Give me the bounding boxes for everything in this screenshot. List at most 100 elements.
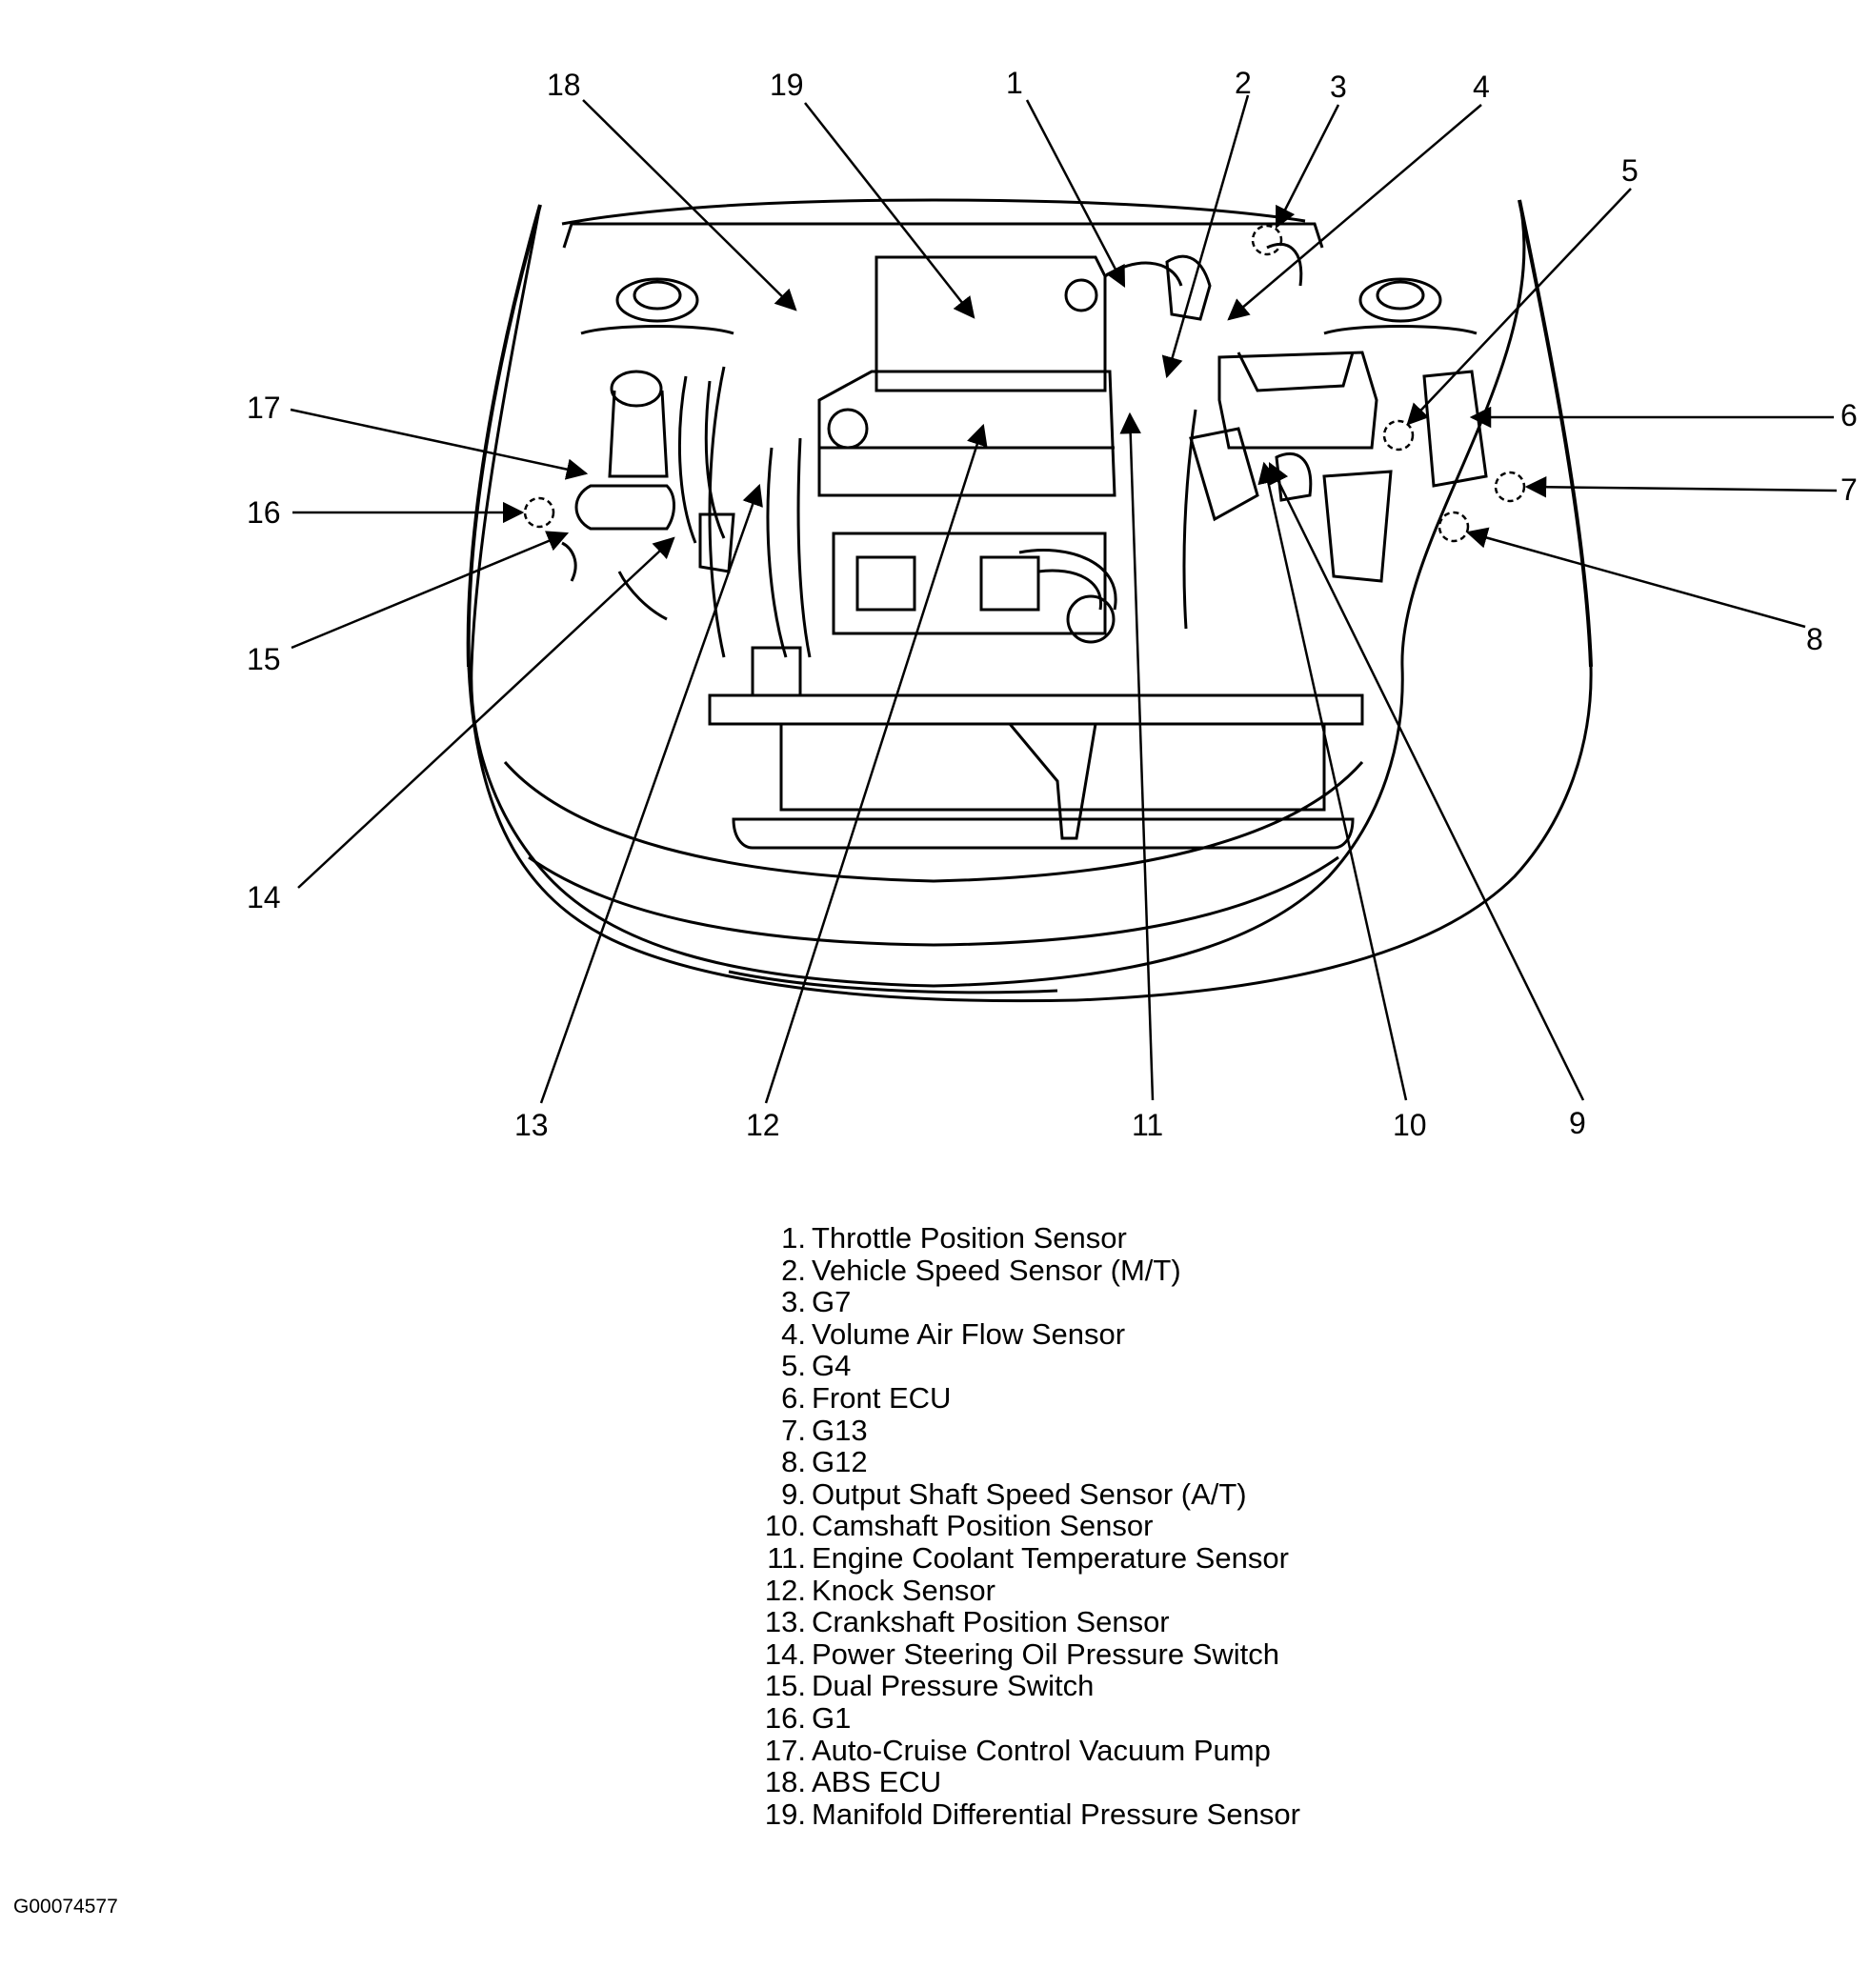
callout-15: 15 bbox=[247, 642, 281, 676]
legend-item-label: G4 bbox=[812, 1349, 852, 1383]
legend-item: 15.Dual Pressure Switch bbox=[753, 1670, 1300, 1702]
legend-item-number: 2. bbox=[781, 1253, 806, 1287]
legend-item-number: 6. bbox=[781, 1380, 806, 1415]
callout-1: 1 bbox=[1006, 66, 1023, 100]
legend-item: 17.Auto-Cruise Control Vacuum Pump bbox=[753, 1733, 1300, 1767]
legend-item-label: Manifold Differential Pressure Sensor bbox=[812, 1797, 1300, 1831]
legend-item-label: G7 bbox=[812, 1285, 852, 1319]
leader-line-8 bbox=[1465, 527, 1806, 629]
marker-g12 bbox=[1438, 511, 1470, 543]
callout-3: 3 bbox=[1330, 70, 1347, 104]
legend-item-label: Throttle Position Sensor bbox=[812, 1221, 1127, 1255]
leader-line-4 bbox=[1227, 104, 1482, 321]
callout-7: 7 bbox=[1840, 472, 1858, 507]
legend-item: 12.Knock Sensor bbox=[753, 1573, 1300, 1607]
leader-line-12 bbox=[764, 423, 988, 1104]
legend-item-label: ABS ECU bbox=[812, 1765, 942, 1799]
callout-14: 14 bbox=[247, 880, 281, 914]
callout-8: 8 bbox=[1806, 622, 1823, 656]
legend-item-label: Engine Coolant Temperature Sensor bbox=[812, 1540, 1289, 1575]
legend-item: 18.ABS ECU bbox=[753, 1766, 1300, 1798]
legend-item-label: Camshaft Position Sensor bbox=[812, 1509, 1154, 1543]
legend-item: 5.G4 bbox=[753, 1350, 1300, 1382]
legend-item: 14.Power Steering Oil Pressure Switch bbox=[753, 1638, 1300, 1671]
legend-item-label: Front ECU bbox=[812, 1380, 952, 1415]
radiator-support bbox=[708, 693, 1364, 850]
callout-18: 18 bbox=[547, 68, 581, 102]
legend-item-label: G1 bbox=[812, 1700, 852, 1735]
strut-tower-left bbox=[580, 277, 734, 335]
callout-9: 9 bbox=[1569, 1106, 1586, 1140]
callout-6: 6 bbox=[1840, 398, 1858, 432]
legend-item: 11.Engine Coolant Temperature Sensor bbox=[753, 1542, 1300, 1575]
legend-item-number: 4. bbox=[781, 1316, 806, 1351]
leader-line-18 bbox=[582, 99, 797, 311]
legend-item: 9.Output Shaft Speed Sensor (A/T) bbox=[753, 1478, 1300, 1511]
legend-item-label: G13 bbox=[812, 1413, 868, 1447]
left-side-components bbox=[561, 370, 735, 621]
ground-point-markers bbox=[523, 224, 1526, 543]
callout-13: 13 bbox=[514, 1108, 549, 1142]
leader-line-1 bbox=[1025, 99, 1126, 288]
legend-item-number: 1. bbox=[781, 1221, 806, 1255]
air-cleaner-assembly bbox=[1104, 242, 1488, 630]
legend-item-number: 3. bbox=[781, 1285, 806, 1319]
legend-item-label: Auto-Cruise Control Vacuum Pump bbox=[812, 1733, 1271, 1767]
legend-item-number: 17. bbox=[764, 1733, 806, 1767]
legend-item-label: Power Steering Oil Pressure Switch bbox=[812, 1637, 1280, 1671]
legend-item-number: 8. bbox=[781, 1445, 806, 1479]
callout-11: 11 bbox=[1132, 1108, 1163, 1142]
leader-line-15 bbox=[291, 531, 570, 650]
legend-item: 2.Vehicle Speed Sensor (M/T) bbox=[753, 1253, 1300, 1287]
leader-line-13 bbox=[539, 483, 763, 1104]
legend-item-label: Vehicle Speed Sensor (M/T) bbox=[812, 1253, 1181, 1287]
legend-item-number: 15. bbox=[764, 1669, 806, 1703]
legend-item-number: 11. bbox=[767, 1540, 806, 1575]
vehicle-body-outline bbox=[466, 198, 1593, 1003]
legend-item-number: 13. bbox=[764, 1605, 806, 1639]
engine-compartment-diagram: 1 2 3 4 5 6 7 8 9 10 11 12 13 14 15 16 1… bbox=[247, 66, 1858, 1142]
legend-item-label: G12 bbox=[812, 1445, 868, 1479]
legend-item: 3.G7 bbox=[753, 1286, 1300, 1318]
callout-10: 10 bbox=[1393, 1108, 1427, 1142]
legend-item-label: Crankshaft Position Sensor bbox=[812, 1605, 1170, 1639]
callout-2: 2 bbox=[1235, 66, 1252, 100]
strut-tower-right bbox=[1323, 277, 1478, 335]
legend-item-label: Knock Sensor bbox=[812, 1573, 995, 1607]
legend-item-label: Volume Air Flow Sensor bbox=[812, 1316, 1126, 1351]
legend-item-label: Dual Pressure Switch bbox=[812, 1669, 1095, 1703]
legend-item-number: 12. bbox=[764, 1573, 806, 1607]
legend-item-number: 18. bbox=[764, 1765, 806, 1799]
leader-line-10 bbox=[1257, 461, 1408, 1101]
callout-4: 4 bbox=[1473, 70, 1490, 104]
marker-g1 bbox=[523, 496, 555, 529]
leader-line-11 bbox=[1119, 412, 1155, 1101]
legend-item: 10.Camshaft Position Sensor bbox=[753, 1510, 1300, 1542]
leader-line-3 bbox=[1275, 104, 1340, 230]
legend-item-number: 19. bbox=[764, 1797, 806, 1831]
leader-lines bbox=[290, 94, 1838, 1104]
leader-line-17 bbox=[290, 408, 589, 480]
callout-17: 17 bbox=[247, 391, 281, 425]
callout-12: 12 bbox=[746, 1108, 780, 1142]
marker-g13 bbox=[1494, 471, 1526, 503]
leader-line-2 bbox=[1161, 94, 1250, 379]
legend-item: 6.Front ECU bbox=[753, 1382, 1300, 1415]
leader-line-19 bbox=[804, 102, 975, 319]
callout-19: 19 bbox=[770, 68, 804, 102]
callout-5: 5 bbox=[1621, 153, 1639, 188]
legend-item-number: 9. bbox=[781, 1476, 806, 1511]
legend-item: 4.Volume Air Flow Sensor bbox=[753, 1318, 1300, 1351]
legend-item-label: Output Shaft Speed Sensor (A/T) bbox=[812, 1476, 1247, 1511]
legend-item: 8.G12 bbox=[753, 1446, 1300, 1478]
legend-item: 7.G13 bbox=[753, 1413, 1300, 1447]
legend-item: 13.Crankshaft Position Sensor bbox=[753, 1606, 1300, 1638]
legend-item-number: 10. bbox=[764, 1509, 806, 1543]
legend-item-number: 14. bbox=[764, 1637, 806, 1671]
legend-item: 16.G1 bbox=[753, 1702, 1300, 1735]
legend-item: 1.Throttle Position Sensor bbox=[753, 1222, 1300, 1255]
marker-g7 bbox=[1251, 224, 1283, 256]
leader-line-14 bbox=[297, 536, 675, 889]
marker-g4 bbox=[1382, 419, 1415, 452]
